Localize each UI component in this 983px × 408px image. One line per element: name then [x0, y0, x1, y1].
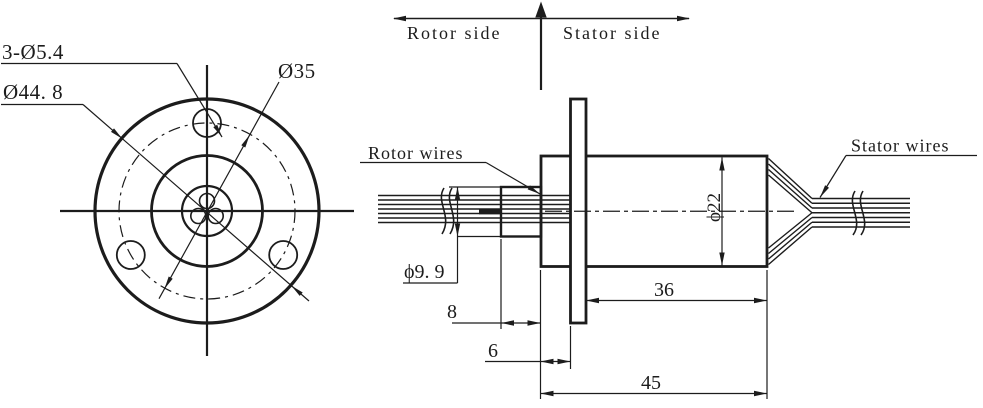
bolt-circle [118, 122, 296, 300]
up-arrow-icon [454, 187, 461, 200]
overall-length-label: 45 [641, 372, 661, 394]
wire-fan-line [768, 226, 813, 266]
bolt-circle-diameter-line [158, 81, 280, 299]
wire-fan-line [768, 212, 813, 249]
body-length-label: 36 [654, 279, 674, 301]
flange-diameter-label: Ø44. 8 [3, 80, 63, 104]
shaft-length-dimension: 8 [447, 239, 541, 329]
rotor-side-label: Rotor side [407, 23, 502, 43]
up-arrow-icon [719, 157, 725, 171]
boss-length-label: 6 [488, 340, 498, 362]
rotor-wires-arrow-icon [527, 185, 540, 194]
wire-fan-line [768, 174, 813, 214]
wire-break-mark [440, 187, 447, 235]
wire-hole-left [190, 207, 207, 225]
shaft-circle [180, 184, 234, 238]
wire-fan-line [768, 168, 813, 209]
body-diameter-dimension: ϕ22 [704, 157, 725, 266]
shaft-cap-outline [499, 185, 543, 238]
bolt-hole-bottom-right [268, 240, 299, 270]
bolt-hole-bottom-left [115, 240, 146, 270]
side-indicator: Rotor side Stator side [393, 1, 690, 90]
left-arrow-icon [540, 358, 554, 365]
right-arrow-icon [557, 358, 571, 365]
down-arrow-icon [454, 223, 461, 237]
right-arrow-icon [754, 297, 767, 304]
rotor-wires-label: Rotor wires [368, 143, 464, 163]
bolt-circle-arrow-icon [164, 276, 173, 289]
overall-length-dimension: 45 [539, 270, 767, 399]
stator-wires-arrow-icon [820, 185, 829, 198]
right-arrow-icon [677, 15, 690, 22]
wire-hole-right [207, 207, 224, 225]
left-arrow-icon [540, 390, 554, 397]
stator-side-label: Stator side [563, 23, 662, 43]
down-arrow-icon [719, 252, 725, 266]
wire-fan-line [768, 157, 813, 200]
body-diameter-label: ϕ22 [704, 193, 725, 222]
wire-break-mark [859, 190, 866, 236]
stator-wires-label: Stator wires [851, 136, 949, 156]
shaft-diameter-label: ϕ9. 9 [404, 261, 445, 283]
right-arrow-icon [754, 390, 767, 397]
shaft-diameter-dimension: ϕ9. 9 [403, 186, 501, 284]
shaft-length-label: 8 [447, 301, 457, 323]
bolt-holes-leader-line [176, 63, 223, 138]
flange-diameter-arrow-icon [291, 285, 303, 296]
left-arrow-icon [586, 297, 599, 304]
body-outline [539, 154, 769, 268]
body-circle [150, 154, 264, 268]
front-view: 3-Ø5.4 Ø44. 8 Ø35 [1, 40, 354, 356]
wire-fan-line [768, 163, 813, 204]
side-view: Rotor side Stator side [360, 1, 977, 399]
wire-fan-line [768, 216, 813, 255]
wire-hole-top [198, 192, 216, 210]
rotor-wires [378, 187, 570, 235]
flange-diameter-arrow-icon [111, 128, 123, 139]
wire-bundle-bar [479, 208, 501, 215]
bolt-hole-top [192, 108, 222, 138]
bolt-holes-label: 3-Ø5.4 [2, 40, 64, 64]
wire-fan-line [768, 221, 813, 260]
right-arrow-icon [527, 320, 541, 326]
left-arrow-icon [501, 320, 514, 326]
bolt-holes-leader-arrow-icon [213, 124, 222, 137]
wire-labels: Rotor wires Stator wires [360, 136, 977, 198]
boss-length-dimension: 6 [485, 326, 572, 369]
bolt-circle-label: Ø35 [278, 59, 316, 83]
left-arrow-icon [393, 15, 406, 22]
flange-outline-circle [93, 97, 321, 325]
body-length-dimension: 36 [586, 270, 768, 399]
wire-break-mark [448, 187, 455, 235]
stator-wires [768, 157, 910, 266]
up-arrow-icon [535, 1, 547, 18]
wire-break-mark [851, 190, 858, 236]
bolt-circle-arrow-icon [241, 135, 250, 148]
